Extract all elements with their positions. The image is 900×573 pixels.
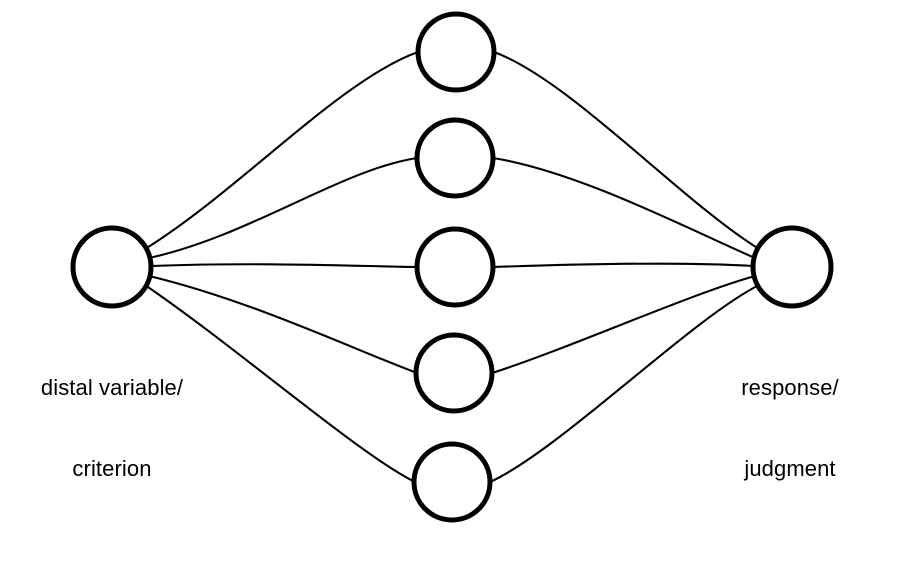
- edge-cue5-to-response: [488, 283, 761, 484]
- edge-cue1-to-response: [492, 50, 761, 251]
- label-response-judgment: response/ judgment: [690, 320, 890, 536]
- label-distal-variable: distal variable/ criterion: [0, 320, 224, 536]
- node-response-judgment[interactable]: [750, 225, 834, 309]
- node-proximal-cue-2[interactable]: [414, 117, 496, 199]
- node-distal-variable[interactable]: [70, 225, 154, 309]
- edge-group-right: [488, 50, 761, 484]
- edge-distal-to-cue4: [147, 274, 419, 375]
- edge-distal-to-cue5: [143, 283, 417, 484]
- node-proximal-cue-3[interactable]: [414, 226, 496, 308]
- label-proximal-cues: proximal cues: [338, 528, 578, 573]
- edge-distal-to-cue1: [143, 50, 420, 251]
- node-group: [70, 11, 834, 523]
- node-proximal-cue-1[interactable]: [415, 11, 497, 93]
- edge-cue3-to-response: [491, 262, 755, 269]
- edge-distal-to-cue3: [149, 263, 419, 269]
- label-response-judgment-line1: response/: [741, 375, 839, 400]
- label-distal-variable-line1: distal variable/: [40, 375, 184, 400]
- label-response-judgment-line2: judgment: [744, 456, 836, 481]
- edge-distal-to-cue2: [147, 156, 419, 260]
- edge-cue4-to-response: [490, 274, 757, 375]
- node-proximal-cue-5[interactable]: [411, 441, 493, 523]
- node-proximal-cue-4[interactable]: [413, 332, 495, 414]
- label-distal-variable-line2: criterion: [72, 456, 152, 481]
- edge-group-left: [143, 50, 420, 484]
- edge-cue2-to-response: [491, 156, 757, 260]
